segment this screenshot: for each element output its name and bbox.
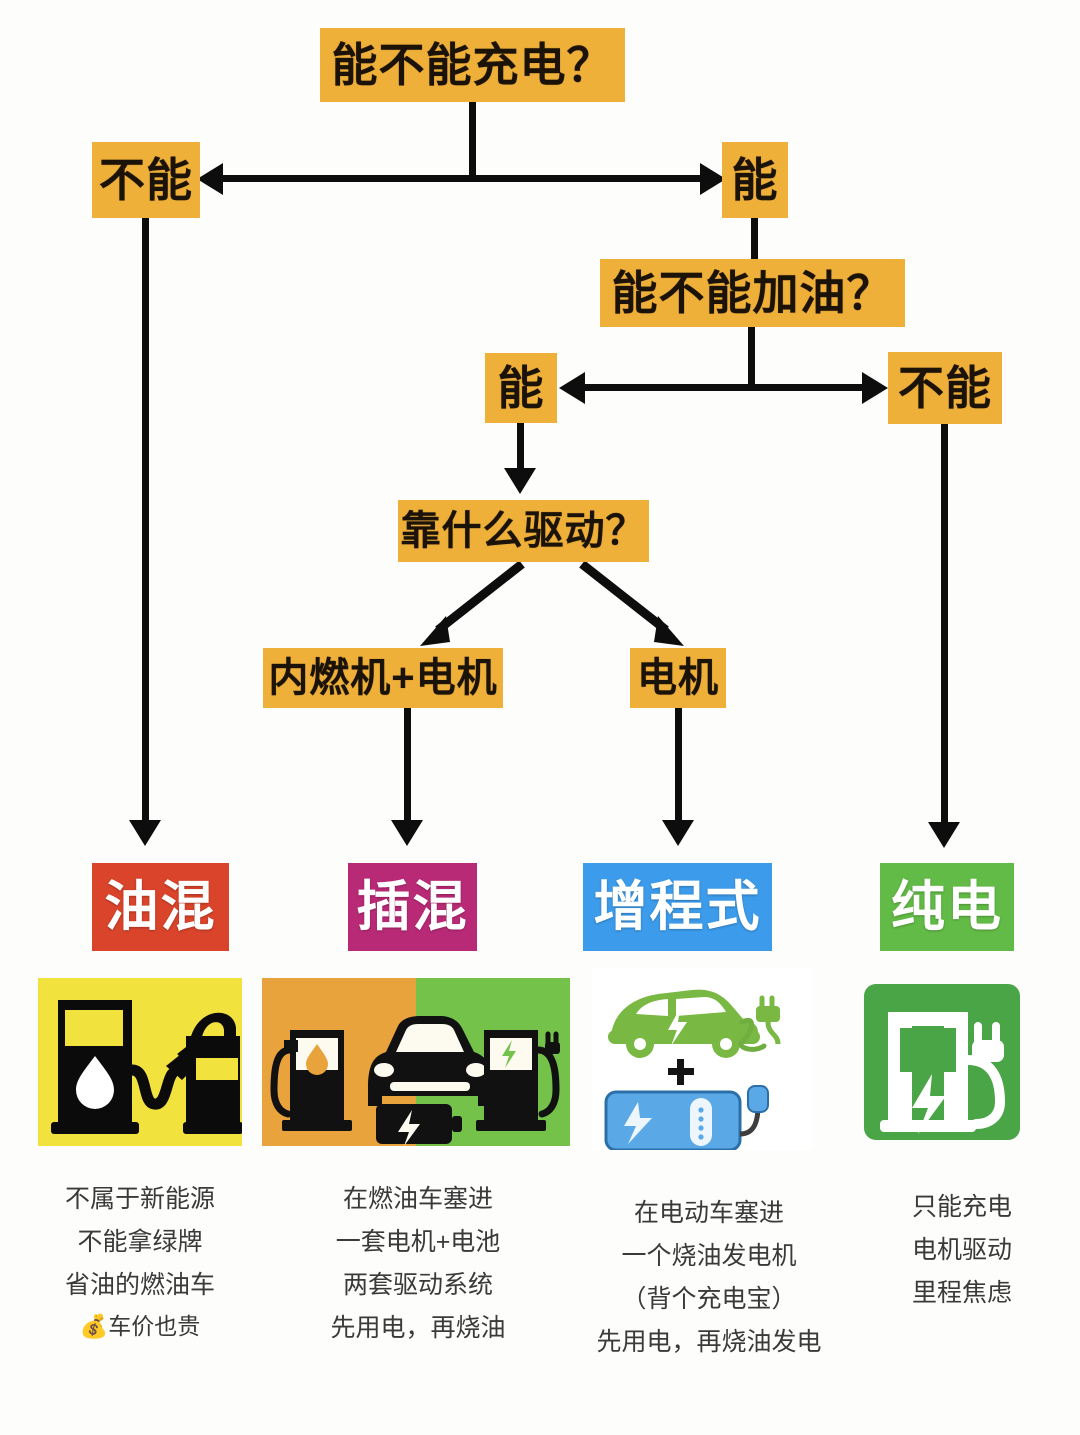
caption-erev-line-2: 一个烧油发电机 — [621, 1242, 797, 1270]
illustration-bev — [860, 978, 1024, 1146]
arrowhead-to-hev — [129, 820, 161, 846]
arrowhead-to-bev — [928, 822, 960, 848]
branch-node-can-refuel-yes[interactable]: 能 — [485, 353, 557, 423]
connector-drive-to-ice-motor — [420, 560, 525, 646]
decision-node-drive-source[interactable]: 靠什么驱动？ — [398, 500, 649, 562]
branch-node-ice-plus-motor-label: 内燃机+电机 — [268, 656, 498, 700]
decision-node-can-refuel[interactable]: 能不能加油？ — [600, 259, 905, 327]
connector-level2-bar — [575, 384, 880, 391]
branch-node-can-charge-label: 能 — [731, 154, 779, 206]
result-box-phev-label: 插混 — [356, 877, 469, 937]
caption-phev: 在燃油车塞进 一套电机+电池 两套驱动系统 先用电，再烧油 — [300, 1178, 536, 1350]
caption-bev: 只能充电 电机驱动 里程焦虑 — [872, 1186, 1052, 1315]
branch-node-motor-only[interactable]: 电机 — [630, 648, 726, 708]
caption-erev-line-4: 先用电，再烧油发电 — [596, 1328, 822, 1356]
decision-node-can-charge-label: 能不能充电？ — [331, 39, 614, 91]
caption-hev-line-4: 💰车价也贵 — [79, 1313, 201, 1339]
arrowhead-to-root-yes — [700, 163, 726, 195]
branch-node-can-charge[interactable]: 能 — [722, 142, 788, 218]
result-box-erev-label: 增程式 — [593, 877, 762, 937]
branch-node-can-refuel-no-label: 不能 — [898, 362, 992, 414]
connector-root-stem — [469, 102, 476, 178]
connector-can-charge-to-fuel-question — [751, 218, 758, 262]
result-box-phev[interactable]: 插混 — [348, 863, 477, 951]
caption-erev-line-3: （背个充电宝） — [621, 1285, 797, 1313]
result-box-hev-label: 油混 — [104, 877, 217, 937]
connector-cannot-refuel-to-bev — [941, 424, 948, 828]
caption-phev-line-2: 一套电机+电池 — [335, 1228, 501, 1256]
caption-hev-line-1: 不属于新能源 — [64, 1185, 215, 1213]
arrowhead-to-root-no — [197, 163, 223, 195]
branch-node-can-refuel-yes-label: 能 — [497, 362, 545, 414]
arrowhead-to-fuel-yes — [559, 372, 585, 404]
branch-node-cannot-charge-label: 不能 — [99, 154, 193, 206]
branch-node-can-refuel-no[interactable]: 不能 — [888, 352, 1002, 424]
result-box-erev[interactable]: 增程式 — [583, 863, 772, 951]
caption-erev-line-1: 在电动车塞进 — [633, 1199, 784, 1227]
branch-node-motor-only-label: 电机 — [637, 656, 719, 700]
connector-fuel-question-stem — [748, 327, 755, 387]
arrowhead-to-erev — [662, 820, 694, 846]
arrowhead-to-fuel-no — [862, 372, 888, 404]
caption-hev-line-2: 不能拿绿牌 — [77, 1228, 203, 1256]
branch-node-cannot-charge[interactable]: 不能 — [92, 142, 200, 218]
connector-drive-to-motor — [579, 560, 684, 646]
caption-phev-line-4: 先用电，再烧油 — [330, 1314, 506, 1342]
decision-node-can-charge[interactable]: 能不能充电？ — [320, 28, 625, 102]
decision-node-drive-source-label: 靠什么驱动？ — [400, 509, 647, 553]
arrowhead-to-phev — [391, 820, 423, 846]
caption-bev-line-2: 电机驱动 — [911, 1236, 1012, 1264]
connector-level1-bar — [213, 175, 718, 182]
caption-bev-line-3: 里程焦虑 — [911, 1279, 1012, 1307]
illustration-erev — [592, 968, 812, 1150]
decision-node-can-refuel-label: 能不能加油？ — [611, 267, 894, 319]
caption-hev-line-3: 省油的燃油车 — [64, 1271, 215, 1299]
connector-ice-motor-to-phev — [404, 708, 411, 826]
fuel-and-charge-station-car-icon — [262, 978, 570, 1146]
caption-hev: 不属于新能源 不能拿绿牌 省油的燃油车 💰车价也贵 — [32, 1178, 248, 1347]
connector-motor-to-erev — [675, 708, 682, 826]
arrowhead-to-drive-question — [504, 468, 536, 494]
illustration-hev — [38, 978, 242, 1146]
fuel-pump-yellow-icon — [38, 978, 242, 1146]
connector-can-refuel-to-drive-question — [517, 423, 524, 477]
caption-erev: 在电动车塞进 一个烧油发电机 （背个充电宝） 先用电，再烧油发电 — [568, 1192, 850, 1364]
green-car-plus-powerbank-icon — [592, 968, 812, 1150]
branch-node-ice-plus-motor[interactable]: 内燃机+电机 — [263, 648, 503, 708]
ev-charging-station-green-icon — [864, 984, 1020, 1140]
result-box-hev[interactable]: 油混 — [92, 863, 229, 951]
result-box-bev-label: 纯电 — [891, 877, 1003, 937]
caption-bev-line-1: 只能充电 — [911, 1193, 1012, 1221]
caption-phev-line-1: 在燃油车塞进 — [342, 1185, 493, 1213]
result-box-bev[interactable]: 纯电 — [880, 863, 1014, 951]
caption-phev-line-3: 两套驱动系统 — [342, 1271, 493, 1299]
connector-cannot-charge-to-hev — [142, 218, 149, 826]
illustration-phev — [262, 978, 570, 1146]
